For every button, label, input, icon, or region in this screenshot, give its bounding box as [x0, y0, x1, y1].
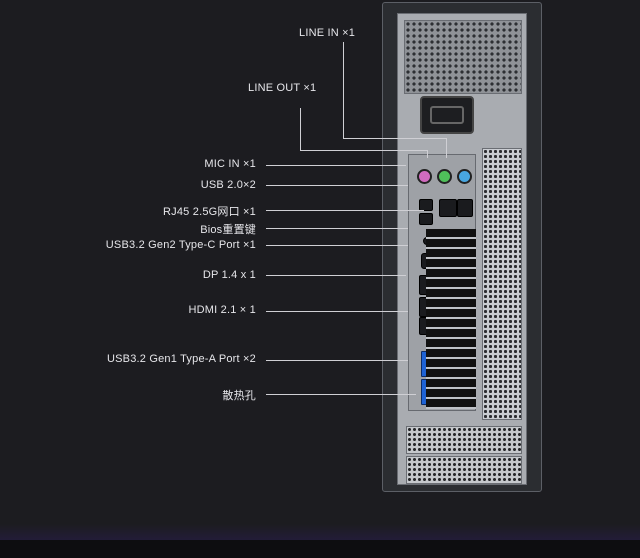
- mic-in-jack: [417, 169, 432, 184]
- leader-usb3: [266, 360, 408, 361]
- leader-vent: [266, 394, 416, 395]
- label-typec: USB3.2 Gen2 Type-C Port ×1: [105, 239, 256, 251]
- rj45-port: [457, 199, 473, 217]
- label-mic-in: MIC IN ×1: [204, 158, 256, 170]
- label-usb3: USB3.2 Gen1 Type-A Port ×2: [106, 353, 256, 365]
- leader-line-in: [446, 138, 447, 158]
- leader-mic-in: [266, 165, 406, 166]
- expansion-slot-cover: [406, 426, 522, 454]
- side-vent-grille: [482, 148, 522, 420]
- label-line-in: LINE IN ×1: [299, 27, 356, 39]
- line-out-jack: [437, 169, 452, 184]
- leader-line-out: [300, 108, 301, 150]
- leader-hdmi: [266, 311, 408, 312]
- label-usb2: USB 2.0×2: [200, 179, 256, 191]
- label-vent: 散热孔: [222, 390, 256, 402]
- label-hdmi: HDMI 2.1 × 1: [188, 304, 256, 316]
- pc-tower-rear: [382, 2, 542, 492]
- rear-panel: [397, 13, 527, 485]
- leader-usb2: [266, 185, 408, 186]
- power-socket: [420, 96, 474, 134]
- top-vent-grille: [404, 20, 522, 94]
- leader-bios: [266, 228, 408, 229]
- usb2-port: [419, 213, 433, 225]
- label-bios: Bios重置键: [200, 224, 256, 236]
- leader-line-in: [343, 42, 344, 138]
- usb2-port: [419, 199, 433, 211]
- label-rj45: RJ45 2.5G网口 ×1: [163, 206, 256, 218]
- label-dp: DP 1.4 x 1: [202, 269, 256, 281]
- bottom-bar: [0, 540, 640, 558]
- leader-line-out: [300, 150, 427, 151]
- label-line-out: LINE OUT ×1: [248, 82, 317, 94]
- leader-rj45: [266, 210, 424, 211]
- leader-typec: [266, 245, 408, 246]
- leader-line-out: [427, 150, 428, 158]
- leader-dp: [266, 275, 406, 276]
- leader-line-in: [343, 138, 446, 139]
- rj45-port: [439, 199, 457, 217]
- io-vent-slots: [426, 229, 476, 409]
- line-in-jack: [457, 169, 472, 184]
- expansion-slot-cover: [406, 456, 522, 484]
